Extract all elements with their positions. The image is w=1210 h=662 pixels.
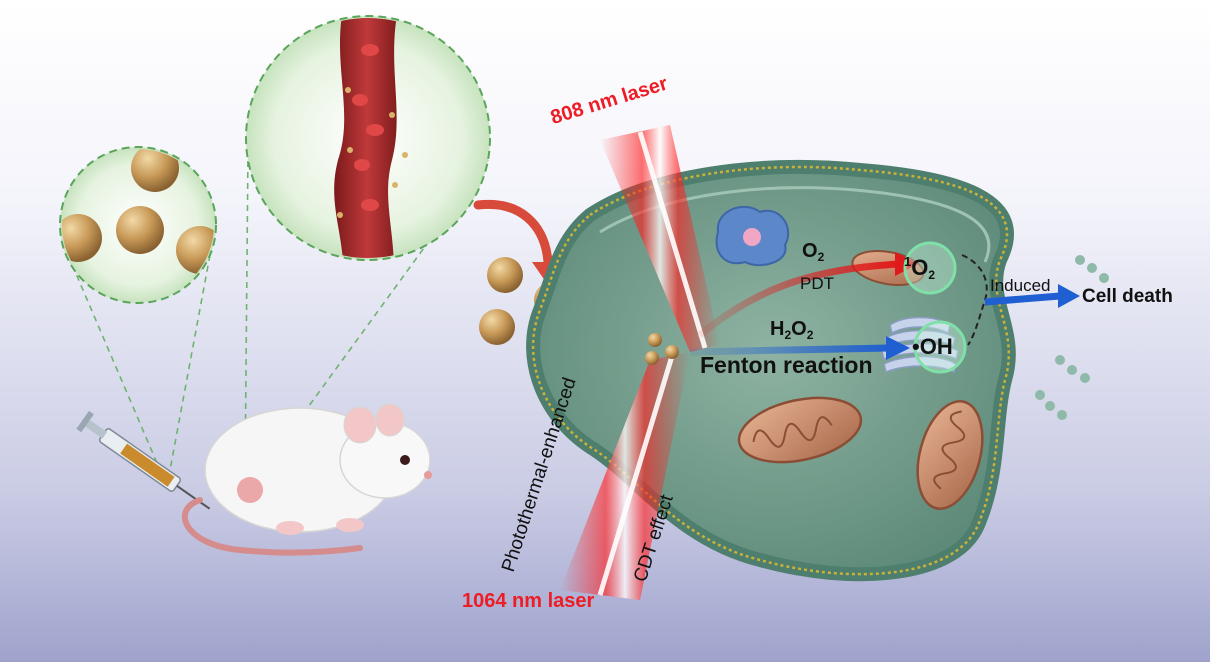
singlet-oxygen-label: 1O2: [904, 254, 935, 282]
nanoparticle-icon: [131, 144, 179, 192]
nanoparticle-icon: [665, 345, 679, 359]
singlet-oxygen-main: O: [911, 255, 928, 280]
cell-death-label: Cell death: [1082, 286, 1173, 308]
induced-label: Induced: [990, 276, 1051, 296]
h2o2-h: H: [770, 318, 784, 340]
fenton-label: Fenton reaction: [700, 352, 873, 379]
nanoparticle-zoom-circle: [54, 144, 224, 303]
nanoparticle-icon: [487, 257, 523, 293]
nanoparticle-icon: [648, 333, 662, 347]
singlet-oxygen-subscript: 2: [928, 268, 935, 282]
o2-main: O: [802, 240, 818, 262]
nanoparticle-icon: [116, 206, 164, 254]
nanoparticle-icon: [479, 309, 515, 345]
h2o2-sub2: 2: [807, 328, 814, 342]
hydroxyl-label: •OH: [912, 334, 953, 360]
o2-label: O2: [802, 240, 824, 264]
pdt-label: PDT: [800, 274, 834, 294]
o2-subscript: 2: [818, 250, 825, 264]
cell-death-arrowhead: [1058, 284, 1080, 308]
nucleolus: [743, 228, 761, 246]
nanoparticle-icon: [176, 226, 224, 274]
nanoparticle-icon: [645, 351, 659, 365]
h2o2-label: H2O2: [770, 318, 813, 342]
delivery-arrow: [478, 204, 548, 262]
h2o2-o: O: [791, 318, 807, 340]
mouse-icon: [185, 404, 432, 553]
laser-1064-label: 1064 nm laser: [462, 590, 594, 613]
blood-vessel-zoom-circle: [246, 0, 490, 300]
